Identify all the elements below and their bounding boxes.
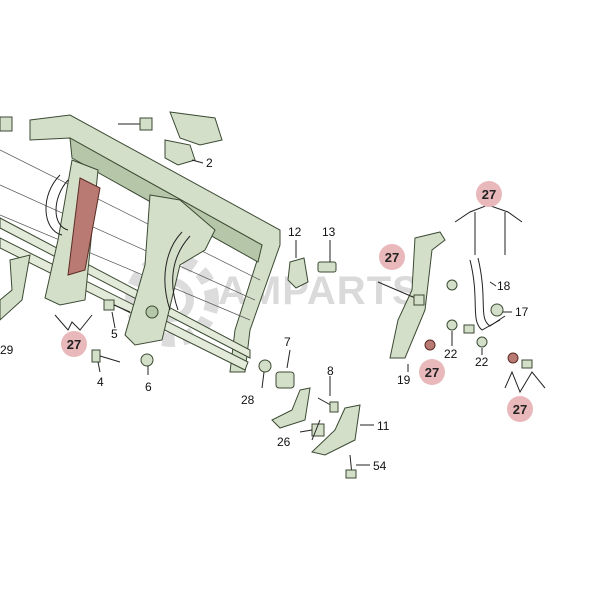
svg-text:27: 27 xyxy=(513,402,527,417)
bolt-4 xyxy=(91,349,121,363)
bushing-28 xyxy=(258,359,272,373)
part-labels: 2 4 5 6 7 8 11 12 13 17 18 19 22 22 26 2… xyxy=(0,156,529,473)
left-pedal-bracket xyxy=(44,159,101,306)
top-clip xyxy=(164,111,223,166)
bracket-plate xyxy=(271,387,311,429)
bush-22b xyxy=(476,336,488,348)
callout-27-mid: 27 xyxy=(379,244,405,270)
brace-top-right xyxy=(454,204,523,255)
leader-lines xyxy=(97,159,512,466)
brace-left xyxy=(54,314,93,331)
label-22a: 22 xyxy=(444,347,458,361)
label-54: 54 xyxy=(373,459,387,473)
middle-pedal-bracket xyxy=(124,194,216,346)
nut-6 xyxy=(140,353,154,367)
pedal-pad-11 xyxy=(310,404,361,456)
bolt-13 xyxy=(317,261,337,273)
callout-27-bottom-mid: 27 xyxy=(419,359,445,385)
label-29: 29 xyxy=(0,343,14,357)
label-13: 13 xyxy=(322,225,336,239)
label-4: 4 xyxy=(97,375,104,389)
washer-17 xyxy=(490,303,504,317)
label-26: 26 xyxy=(277,435,291,449)
sleeve-7 xyxy=(275,371,295,389)
label-12: 12 xyxy=(288,225,302,239)
small-parts-right xyxy=(424,279,533,369)
svg-text:27: 27 xyxy=(67,337,81,352)
linkage-rod-18 xyxy=(469,257,506,331)
label-18: 18 xyxy=(497,279,511,293)
label-17: 17 xyxy=(515,305,529,319)
screw-54 xyxy=(345,454,357,479)
label-6: 6 xyxy=(145,380,152,394)
right-bracket-19 xyxy=(377,231,446,359)
label-22b: 22 xyxy=(475,355,489,369)
label-11: 11 xyxy=(377,419,390,433)
label-2: 2 xyxy=(206,156,213,170)
top-bolt xyxy=(118,117,153,131)
svg-text:27: 27 xyxy=(385,250,399,265)
bolt-8 xyxy=(317,397,339,413)
bolt-5 xyxy=(103,299,131,313)
switch-12 xyxy=(287,257,309,289)
highlighted-lever xyxy=(67,177,101,276)
label-28: 28 xyxy=(241,393,255,407)
label-5: 5 xyxy=(111,327,118,341)
callout-27-left: 27 xyxy=(61,331,87,357)
left-strut xyxy=(0,254,31,321)
callout-27-top-right: 27 xyxy=(476,181,502,207)
brace-bottom-right xyxy=(504,370,546,394)
label-7: 7 xyxy=(284,335,291,349)
label-19: 19 xyxy=(397,373,411,387)
label-8: 8 xyxy=(327,364,334,378)
svg-text:27: 27 xyxy=(425,365,439,380)
bush-22a xyxy=(446,319,458,331)
svg-text:27: 27 xyxy=(482,187,496,202)
callout-27-bottom-right: 27 xyxy=(507,396,533,422)
